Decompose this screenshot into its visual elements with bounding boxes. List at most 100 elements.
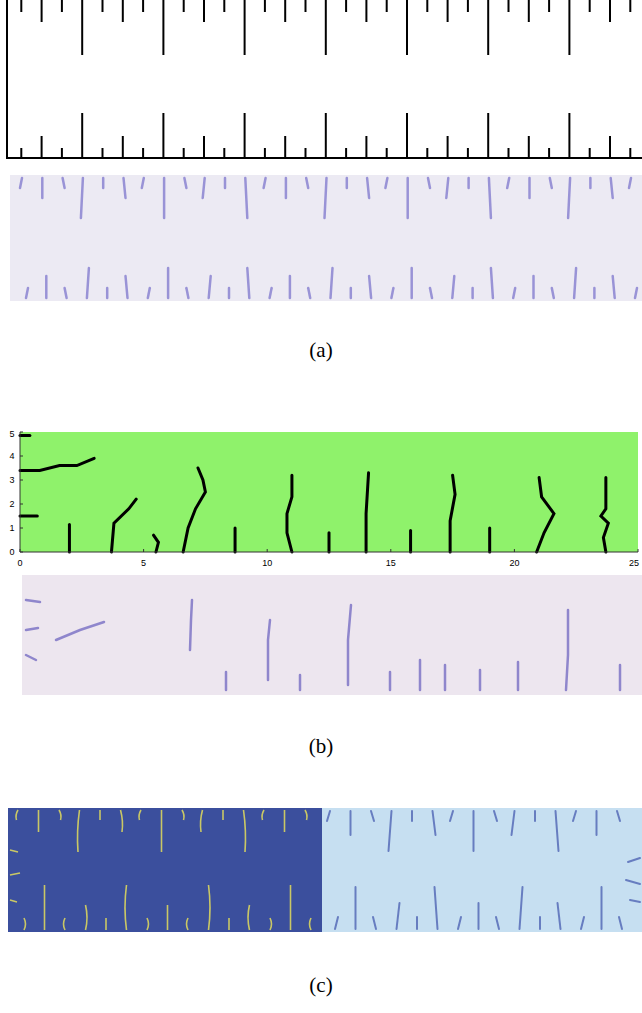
crack-mark	[270, 288, 272, 298]
crack-mark	[327, 811, 330, 821]
tick-mark	[548, 0, 550, 12]
crack-mark	[520, 887, 523, 929]
crack-marks	[327, 811, 640, 929]
crack-mark	[471, 288, 474, 298]
axis-tick	[143, 549, 144, 552]
axis-label: 10	[262, 559, 272, 568]
crack-mark	[367, 178, 369, 198]
crack-line	[248, 905, 250, 930]
panel-label: (c)	[309, 975, 332, 996]
tick-mark	[447, 0, 449, 22]
crack-line	[222, 810, 224, 820]
crack-marks	[20, 178, 637, 298]
axis-label: 25	[629, 559, 639, 568]
crack-mark	[458, 917, 461, 929]
crack-mark	[285, 178, 288, 198]
axis-tick	[20, 549, 21, 552]
axis-label: 5	[141, 559, 146, 568]
crack-mark	[385, 178, 387, 188]
crack-mark	[148, 288, 150, 298]
sample-photo	[322, 808, 642, 932]
crack-mark	[45, 276, 48, 298]
axis-label: 1	[9, 524, 14, 533]
crack-mark	[389, 811, 392, 851]
crack-mark	[512, 811, 515, 835]
crack-mark	[203, 178, 205, 198]
crack-line	[139, 810, 141, 820]
crack-mark	[346, 178, 349, 188]
crack-mark	[106, 288, 109, 298]
crack-mark	[489, 178, 491, 218]
tick-mark	[629, 0, 631, 12]
crack-mark	[142, 178, 144, 188]
crack-line	[290, 885, 292, 930]
crack-mark	[335, 917, 338, 929]
crack-mark	[435, 887, 438, 929]
tick-mark	[467, 148, 469, 158]
ruler-edge	[6, 0, 8, 159]
tick-mark	[426, 148, 428, 158]
axis-tick	[20, 480, 23, 481]
crack-mark	[406, 178, 409, 218]
crack-mark	[224, 178, 227, 188]
crack-mark	[186, 288, 188, 298]
crack-mark	[416, 917, 418, 929]
crack-line	[147, 918, 149, 930]
tick-mark	[81, 0, 83, 55]
crack-mark	[26, 288, 28, 298]
tick-mark	[102, 148, 104, 158]
tick-mark	[406, 113, 408, 158]
crack-mark	[619, 917, 622, 929]
tick-mark	[122, 136, 124, 158]
crack-mark	[87, 268, 89, 298]
tick-mark	[20, 0, 22, 12]
tick-mark	[487, 113, 489, 158]
crack-mark	[635, 288, 637, 298]
crack-mark	[228, 288, 231, 298]
crack-mark	[167, 268, 170, 298]
tick-mark	[102, 0, 104, 12]
tick-mark	[325, 113, 327, 158]
tick-mark	[325, 0, 327, 55]
crack-mark	[613, 276, 615, 298]
crack-mark	[410, 268, 413, 298]
axis-label: 3	[9, 476, 14, 485]
crack-mark	[478, 903, 480, 929]
crack-plot	[20, 436, 608, 552]
tick-mark	[264, 148, 266, 158]
crack-mark	[581, 917, 584, 929]
crack-mark	[20, 178, 22, 188]
crack-line	[262, 810, 264, 820]
axis-label: 0	[17, 559, 22, 568]
crack-line	[44, 885, 46, 930]
crack-mark	[306, 178, 308, 188]
crack-mark	[65, 288, 67, 298]
tick-mark	[284, 0, 286, 22]
crack-mark	[430, 288, 432, 298]
tick-mark	[41, 136, 43, 158]
crack-mark	[124, 178, 126, 198]
crack-mark	[373, 917, 376, 929]
tick-mark	[528, 136, 530, 158]
crack-line	[270, 918, 272, 930]
crack-mark	[601, 887, 603, 929]
crack-mark	[102, 178, 105, 188]
axis-tick	[514, 549, 515, 552]
tick-mark	[223, 148, 225, 158]
crack-mark	[626, 858, 640, 902]
tick-mark	[609, 0, 611, 22]
crack-line	[167, 905, 169, 930]
crack-mark	[325, 178, 327, 218]
tick-mark	[568, 0, 570, 55]
tick-mark	[548, 148, 550, 158]
tick-mark	[508, 0, 510, 12]
crack-map	[8, 808, 322, 932]
panel-label: (b)	[309, 736, 334, 757]
tick-mark	[203, 136, 205, 158]
crack-mark	[433, 811, 436, 835]
crack-mark	[264, 178, 266, 188]
y-axis	[20, 432, 21, 552]
tick-mark	[589, 148, 591, 158]
crack-mark	[63, 178, 65, 188]
